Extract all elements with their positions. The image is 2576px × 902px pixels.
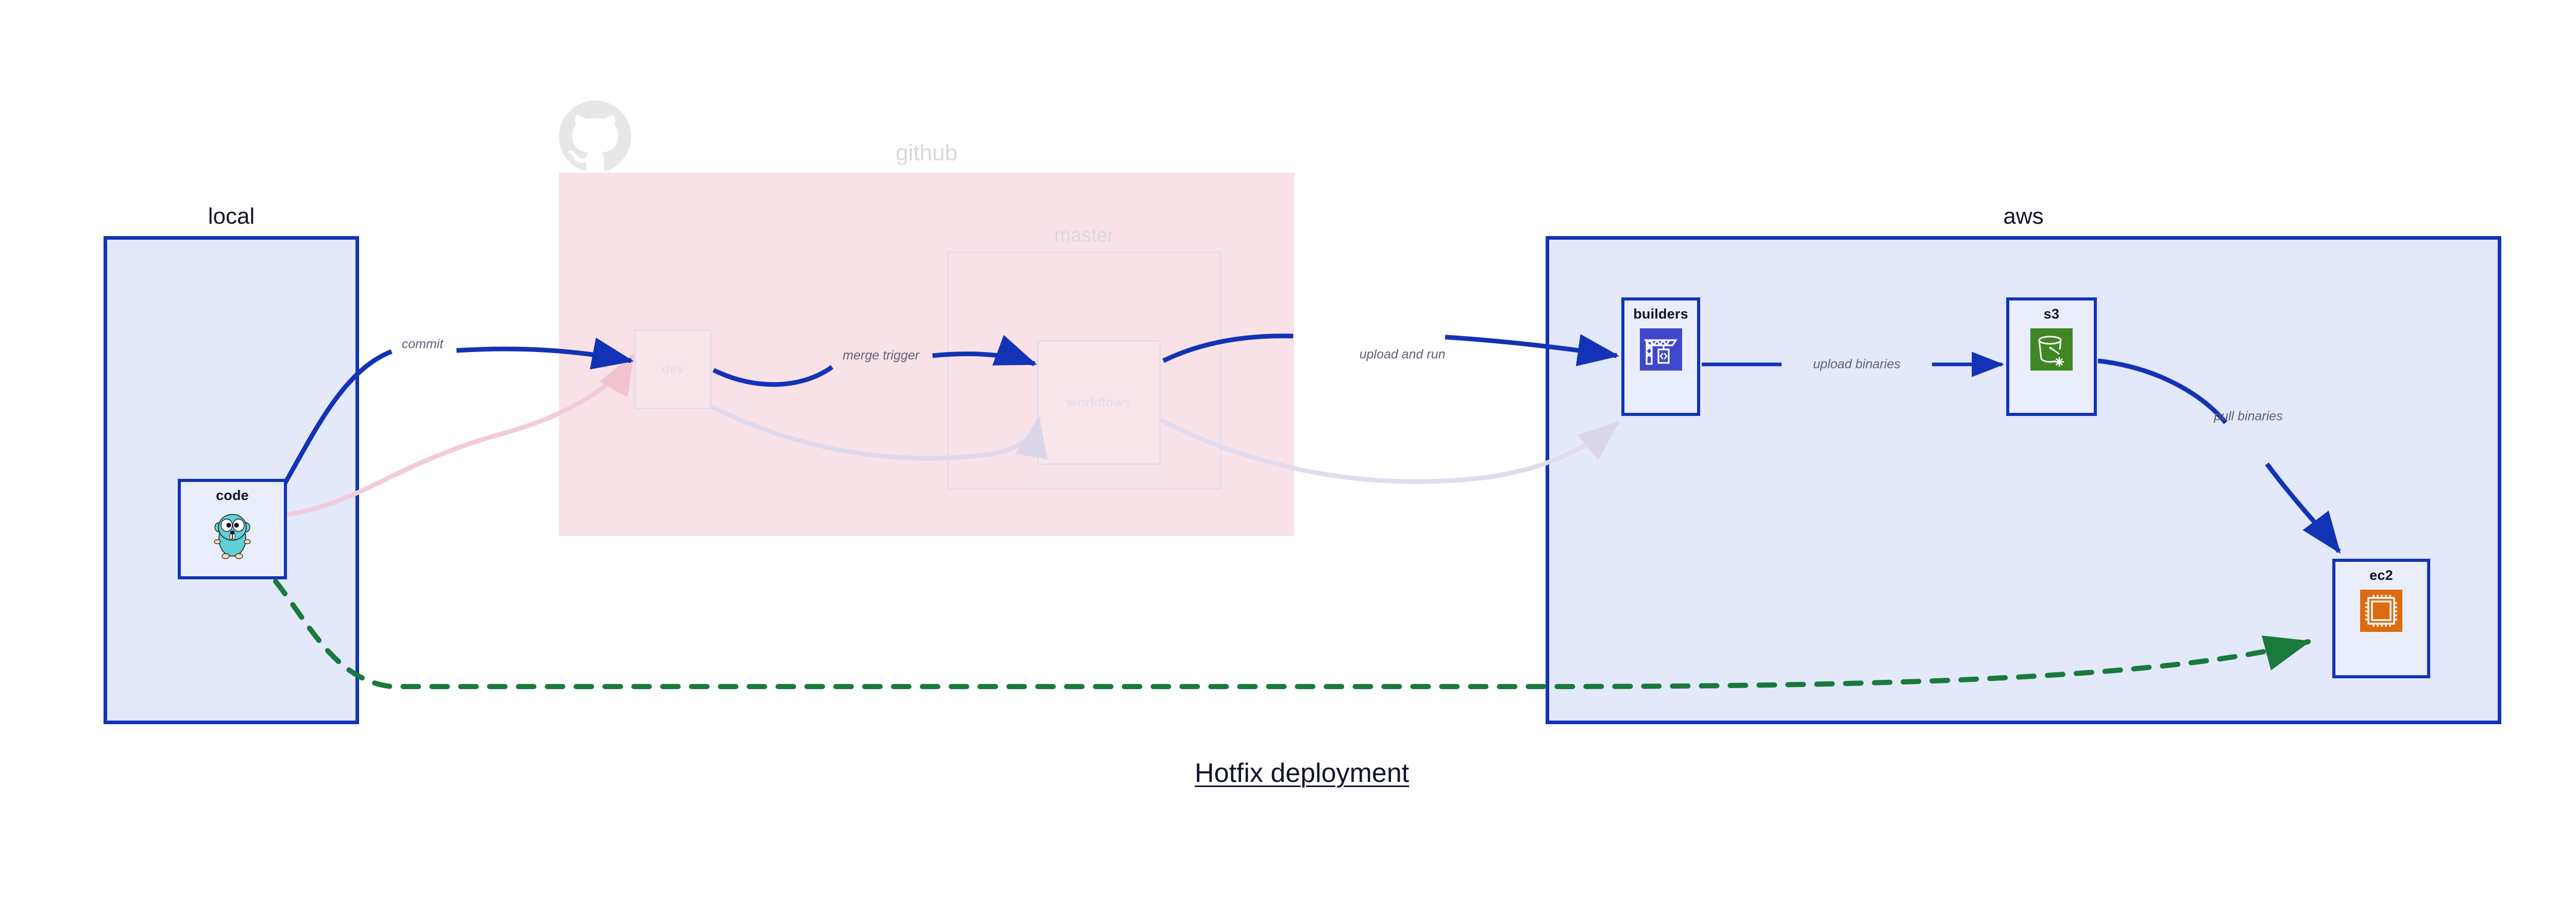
- node-builders[interactable]: builders: [1621, 297, 1700, 416]
- node-label-workflows: workflows: [1066, 395, 1131, 410]
- aws-ec2-icon: [2360, 590, 2402, 634]
- region-title-local: local: [208, 204, 255, 229]
- node-label-code: code: [216, 488, 249, 503]
- edge-label-upload-and-run: upload and run: [1359, 347, 1446, 362]
- node-s3[interactable]: s3: [2006, 297, 2097, 416]
- go-gopher-icon: [211, 510, 254, 562]
- edge-label-commit: commit: [401, 337, 444, 352]
- node-label-builders: builders: [1633, 306, 1688, 322]
- node-workflows[interactable]: workflows: [1037, 340, 1161, 465]
- aws-codebuild-icon: [1639, 328, 1682, 373]
- group-label-master: master: [1054, 225, 1114, 246]
- node-dev[interactable]: dev: [634, 329, 711, 409]
- group-master: [947, 252, 1222, 490]
- node-ec2[interactable]: ec2: [2332, 559, 2430, 678]
- node-label-ec2: ec2: [2369, 567, 2393, 583]
- node-label-dev: dev: [662, 362, 684, 376]
- region-title-aws: aws: [2003, 204, 2044, 229]
- region-title-github: github: [895, 140, 958, 165]
- edge-label-upload-binaries: upload binaries: [1813, 357, 1901, 372]
- github-octocat-icon: [559, 101, 631, 173]
- page-title: Hotfix deployment: [0, 758, 2576, 789]
- node-code[interactable]: code: [178, 479, 287, 579]
- edge-label-pull-binaries: pull binaries: [2214, 409, 2283, 424]
- edge-label-merge-trigger: merge trigger: [842, 348, 920, 363]
- page-title-text: Hotfix deployment: [1194, 758, 1410, 788]
- node-label-s3: s3: [2043, 306, 2060, 322]
- aws-s3-glacier-icon: [2030, 328, 2073, 373]
